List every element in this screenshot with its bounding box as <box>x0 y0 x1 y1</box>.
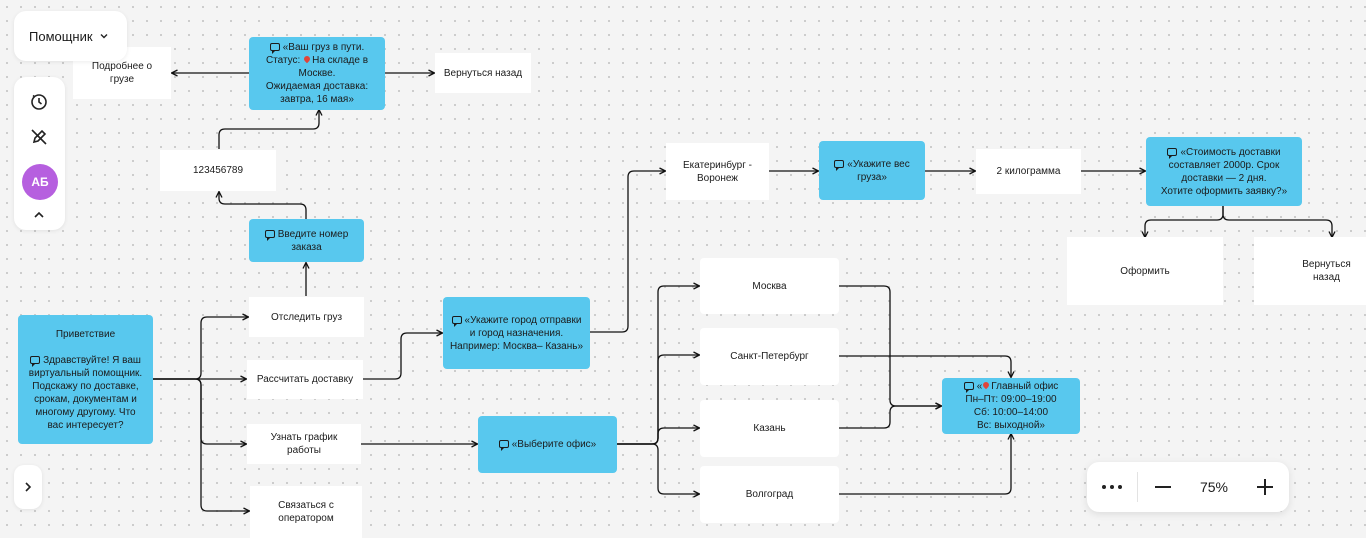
edge-kazan-main <box>839 406 941 429</box>
edge-greeting-operator <box>152 378 249 511</box>
chat-icon <box>451 315 462 327</box>
edge-calc-city <box>363 333 442 380</box>
node-ask-city[interactable]: «Укажите город отправки и город назначен… <box>443 297 590 369</box>
node-ask-weight[interactable]: «Укажите вес груза» <box>819 141 925 200</box>
edge-spb-main <box>839 355 1011 377</box>
node-back-right[interactable]: Вернуться назад <box>1254 237 1366 305</box>
node-route[interactable]: Екатеринбург - Воронеж <box>666 143 769 200</box>
node-main-office-text: «Главный офис Пн–Пт: 09:00–19:00 Сб: 10:… <box>963 380 1059 431</box>
zoom-controls: 75% <box>1087 462 1289 512</box>
node-weight-answer[interactable]: 2 килограмма <box>976 149 1081 194</box>
node-kazan[interactable]: Казань <box>700 400 839 457</box>
node-cargo-status-text: «Ваш груз в пути. Статус: На складе в Мо… <box>265 42 369 105</box>
node-calc[interactable]: Рассчитать доставку <box>247 360 363 399</box>
zoom-divider <box>1137 472 1138 502</box>
node-main-office[interactable]: «Главный офис Пн–Пт: 09:00–19:00 Сб: 10:… <box>942 378 1080 434</box>
plus-icon[interactable] <box>1251 474 1279 500</box>
edge-cost-submit <box>1145 206 1224 237</box>
node-greeting-text: Здравствуйте! Я ваш виртуальный помощник… <box>28 354 143 431</box>
expand-panel-button[interactable] <box>14 465 42 509</box>
chat-icon <box>498 440 509 451</box>
more-horizontal-icon[interactable] <box>1097 474 1127 500</box>
node-volgograd[interactable]: Волгоград <box>700 466 839 523</box>
edge-moscow-main <box>839 285 941 406</box>
pin-icon <box>982 380 991 390</box>
edge-office-volgograd <box>617 443 699 494</box>
history-icon[interactable] <box>26 88 52 114</box>
node-greeting-title: Приветствие <box>55 328 116 340</box>
node-ask-city-text: «Укажите город отправки и город назначен… <box>449 314 584 352</box>
node-cost-text: «Стоимость доставки составляет 2000р. Ср… <box>1160 146 1288 197</box>
pen-off-icon[interactable] <box>26 124 52 150</box>
edge-greeting-schedule <box>152 378 246 444</box>
chevron-down-icon <box>100 34 108 39</box>
node-enter-order[interactable]: Введите номер заказа <box>249 219 364 262</box>
node-cost[interactable]: «Стоимость доставки составляет 2000р. Ср… <box>1146 137 1302 206</box>
minus-icon[interactable] <box>1149 474 1177 500</box>
node-ask-weight-text: «Укажите вес груза» <box>834 158 910 184</box>
chat-icon <box>963 382 974 393</box>
edge-greeting-track <box>152 317 248 380</box>
assistant-label: Помощник <box>29 28 93 44</box>
chevron-up-icon[interactable] <box>26 202 52 228</box>
node-order-number[interactable]: 123456789 <box>160 150 276 191</box>
node-enter-order-text: Введите номер заказа <box>264 228 348 254</box>
node-choose-office[interactable]: «Выберите офис» <box>478 416 617 473</box>
node-greeting[interactable]: Приветствие Здравствуйте! Я ваш виртуаль… <box>18 315 153 444</box>
chat-icon <box>834 159 845 171</box>
chat-icon <box>269 43 280 54</box>
node-spb[interactable]: Санкт-Петербург <box>700 328 839 385</box>
node-submit[interactable]: Оформить <box>1067 237 1223 305</box>
node-choose-office-text: «Выберите офис» <box>498 438 596 451</box>
chat-icon <box>30 355 41 367</box>
node-schedule[interactable]: Узнать график работы <box>247 424 361 464</box>
node-operator[interactable]: Связаться с оператором <box>250 486 362 538</box>
edge-volgograd-main <box>839 434 1011 495</box>
chat-icon <box>264 229 275 241</box>
edge-city-route <box>590 171 665 333</box>
node-cargo-status[interactable]: «Ваш груз в пути. Статус: На складе в Мо… <box>249 37 385 110</box>
node-back-top[interactable]: Вернуться назад <box>435 53 531 93</box>
node-track[interactable]: Отследить груз <box>249 297 364 337</box>
chat-icon <box>1167 147 1178 159</box>
left-toolbar: АБ <box>14 77 65 230</box>
user-avatar[interactable]: АБ <box>22 164 58 200</box>
zoom-level: 75% <box>1199 479 1229 495</box>
chevron-right-icon <box>25 482 32 492</box>
assistant-dropdown[interactable]: Помощник <box>14 11 127 61</box>
pin-icon <box>302 54 312 64</box>
edge-number-status <box>218 110 319 149</box>
edge-enter-number <box>219 192 307 219</box>
edge-cost-back <box>1222 206 1332 237</box>
node-moscow[interactable]: Москва <box>700 258 839 314</box>
